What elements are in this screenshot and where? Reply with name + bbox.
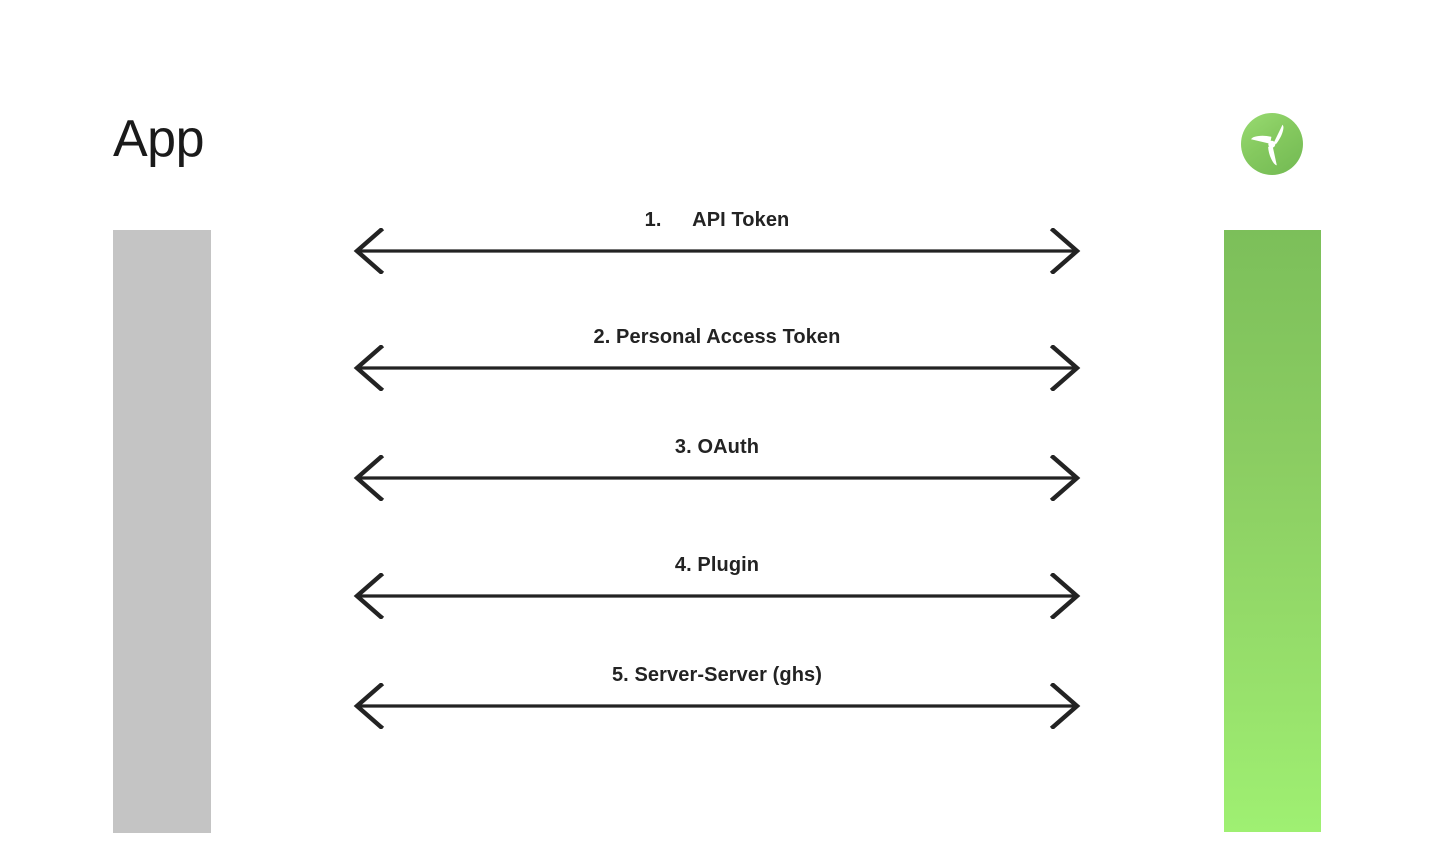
actor-right-lifeline	[1224, 230, 1321, 832]
message-label: 4. Plugin	[674, 554, 760, 576]
message-label: 3. OAuth	[674, 436, 760, 458]
actor-left-label: App	[113, 110, 205, 168]
bidirectional-arrow-icon	[343, 228, 1091, 274]
bidirectional-arrow-icon	[343, 345, 1091, 391]
message-row: 5. Server-Server (ghs)	[343, 665, 1091, 729]
message-label: 2. Personal Access Token	[593, 326, 841, 348]
message-row: 3. OAuth	[343, 437, 1091, 501]
message-row: 4. Plugin	[343, 555, 1091, 619]
bidirectional-arrow-icon	[343, 683, 1091, 729]
message-label: 1. API Token	[644, 209, 790, 231]
message-label: 5. Server-Server (ghs)	[611, 664, 823, 686]
bidirectional-arrow-icon	[343, 455, 1091, 501]
bidirectional-arrow-icon	[343, 573, 1091, 619]
message-row: 2. Personal Access Token	[343, 327, 1091, 391]
actor-left-lifeline	[113, 230, 211, 833]
jenkins-propeller-icon	[1240, 112, 1304, 176]
message-row: 1. API Token	[343, 210, 1091, 274]
